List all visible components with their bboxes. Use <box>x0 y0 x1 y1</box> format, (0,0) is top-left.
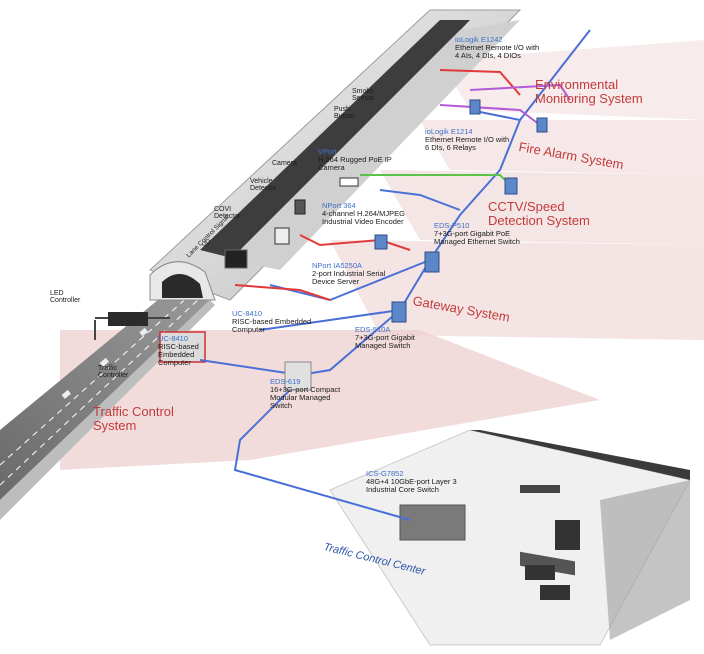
device-desc: RISC-based Embedded Computer <box>158 341 199 367</box>
nport-ia5250a-label: NPort IA5250A 2-port Industrial Serial D… <box>312 262 392 286</box>
device-name: EDS-510A <box>355 325 391 334</box>
tunnel-opening <box>162 273 203 298</box>
iologik-box <box>469 99 481 115</box>
device-desc: H.264 Rugged PoE IP Camera <box>318 154 392 172</box>
device-name: VPort <box>318 147 337 156</box>
vport-label: VPort H.264 Rugged PoE IP Camera <box>318 148 410 172</box>
device-desc: 7+3G-port Gigabit Managed Switch <box>355 332 415 350</box>
device-name: NPort IA5250A <box>312 261 363 270</box>
device-icons <box>274 99 548 391</box>
cctv-switch <box>504 177 518 195</box>
device-name: EDS-619 <box>270 377 301 386</box>
tunnel-roof <box>200 20 470 260</box>
traffic-controller-box <box>159 331 206 363</box>
device-name: ioLogik E1214 <box>425 127 473 136</box>
device-desc: Ethernet Remote I/O with 4 AIs, 4 DIs, 4… <box>455 42 540 60</box>
nport-serial <box>374 234 388 250</box>
iologik-e1242-label: ioLogik E1242 Ethernet Remote I/O with 4… <box>455 36 545 60</box>
band-traffic <box>60 330 600 470</box>
fire-switch <box>536 117 548 133</box>
device-desc: 2-port Industrial Serial Device Server <box>312 268 386 286</box>
video-wall <box>520 551 575 576</box>
desk-2 <box>555 520 580 550</box>
road-surface <box>0 290 210 500</box>
system-bands <box>60 40 704 470</box>
device-desc: 7+3G-port Gigabit PoE Managed Ethernet S… <box>434 228 520 246</box>
device-name: EDS-P510 <box>434 221 470 230</box>
device-desc: 4-channel H.264/MJPEG Industrial Video E… <box>322 208 405 226</box>
environmental-system-title: Environmental Monitoring System <box>535 77 643 106</box>
cctv-system-title: CCTV/Speed Detection System <box>488 199 590 228</box>
led-controller-label: LED Controller <box>50 290 81 305</box>
vehicle <box>99 357 109 367</box>
control-center-side-wall <box>600 480 690 640</box>
nport364-label: NPort 364 4-channel H.264/MJPEG Industri… <box>322 202 420 226</box>
vehicle <box>139 327 148 337</box>
control-center-wall <box>470 430 690 480</box>
traffic-controller-label: Traffic Controller <box>98 365 129 380</box>
device-desc: RISC-based Embedded Computer <box>232 316 312 334</box>
band-environmental <box>440 40 704 120</box>
eds-619-label: EDS-619 16+3G-port Compact Modular Manag… <box>270 378 344 410</box>
uc-left-label: UC-8410 RISC-based Embedded Computer <box>158 335 228 367</box>
lane-control-sign <box>224 249 248 269</box>
camera-body <box>339 177 359 187</box>
eds-619-switch <box>284 361 312 391</box>
device-name: UC-8410 <box>232 309 263 318</box>
smoke-sensor-label: Smoke Sensor <box>352 88 375 103</box>
device-name: UC-8410 <box>158 334 189 343</box>
uc-computer <box>274 227 290 245</box>
control-center <box>329 429 691 646</box>
eds-p510-switch <box>424 251 440 273</box>
eds-510a-switch <box>391 301 407 323</box>
led-gantry <box>94 312 206 363</box>
iologik-e1214-label: ioLogik E1214 Ethernet Remote I/O with 6… <box>425 128 511 152</box>
vehicle <box>61 389 71 399</box>
band-gateway <box>330 240 704 340</box>
device-name: ioLogik E1242 <box>455 35 503 44</box>
device-desc: 16+3G-port Compact Modular Managed Switc… <box>270 384 341 410</box>
device-desc: 48G+4 10GbE-port Layer 3 Industrial Core… <box>366 476 457 494</box>
eds-p510-label: EDS-P510 7+3G-port Gigabit PoE Managed E… <box>434 222 534 246</box>
desk-4 <box>540 585 570 600</box>
desk-1 <box>520 485 560 493</box>
core-switch-box <box>399 504 466 541</box>
ics-g7852-label: ICS-G7852 48G+4 10GbE-port Layer 3 Indus… <box>366 470 476 494</box>
vehicle-detector-label: Vehicle Detector <box>250 178 277 193</box>
fire-links <box>439 83 571 126</box>
device-name: ICS-G7852 <box>366 469 404 478</box>
device-desc: Ethernet Remote I/O with 6 DIs, 6 Relays <box>425 134 510 152</box>
device-name: NPort 364 <box>322 201 356 210</box>
covi-detector-label: COVI Detector <box>214 206 241 221</box>
band-fire <box>420 120 704 175</box>
led-panel <box>108 312 148 326</box>
encoder <box>294 199 306 215</box>
band-cctv <box>380 170 704 245</box>
eds-510a-label: EDS-510A 7+3G-port Gigabit Managed Switc… <box>355 326 447 350</box>
push-button-label: Push Button <box>334 106 355 121</box>
camera-label: Camera <box>272 160 297 167</box>
desk-3 <box>525 565 555 580</box>
traffic-control-system-title: Traffic Control System <box>93 404 174 433</box>
uc-8410-label: UC-8410 RISC-based Embedded Computer <box>232 310 316 334</box>
ethernet-links <box>199 29 591 521</box>
